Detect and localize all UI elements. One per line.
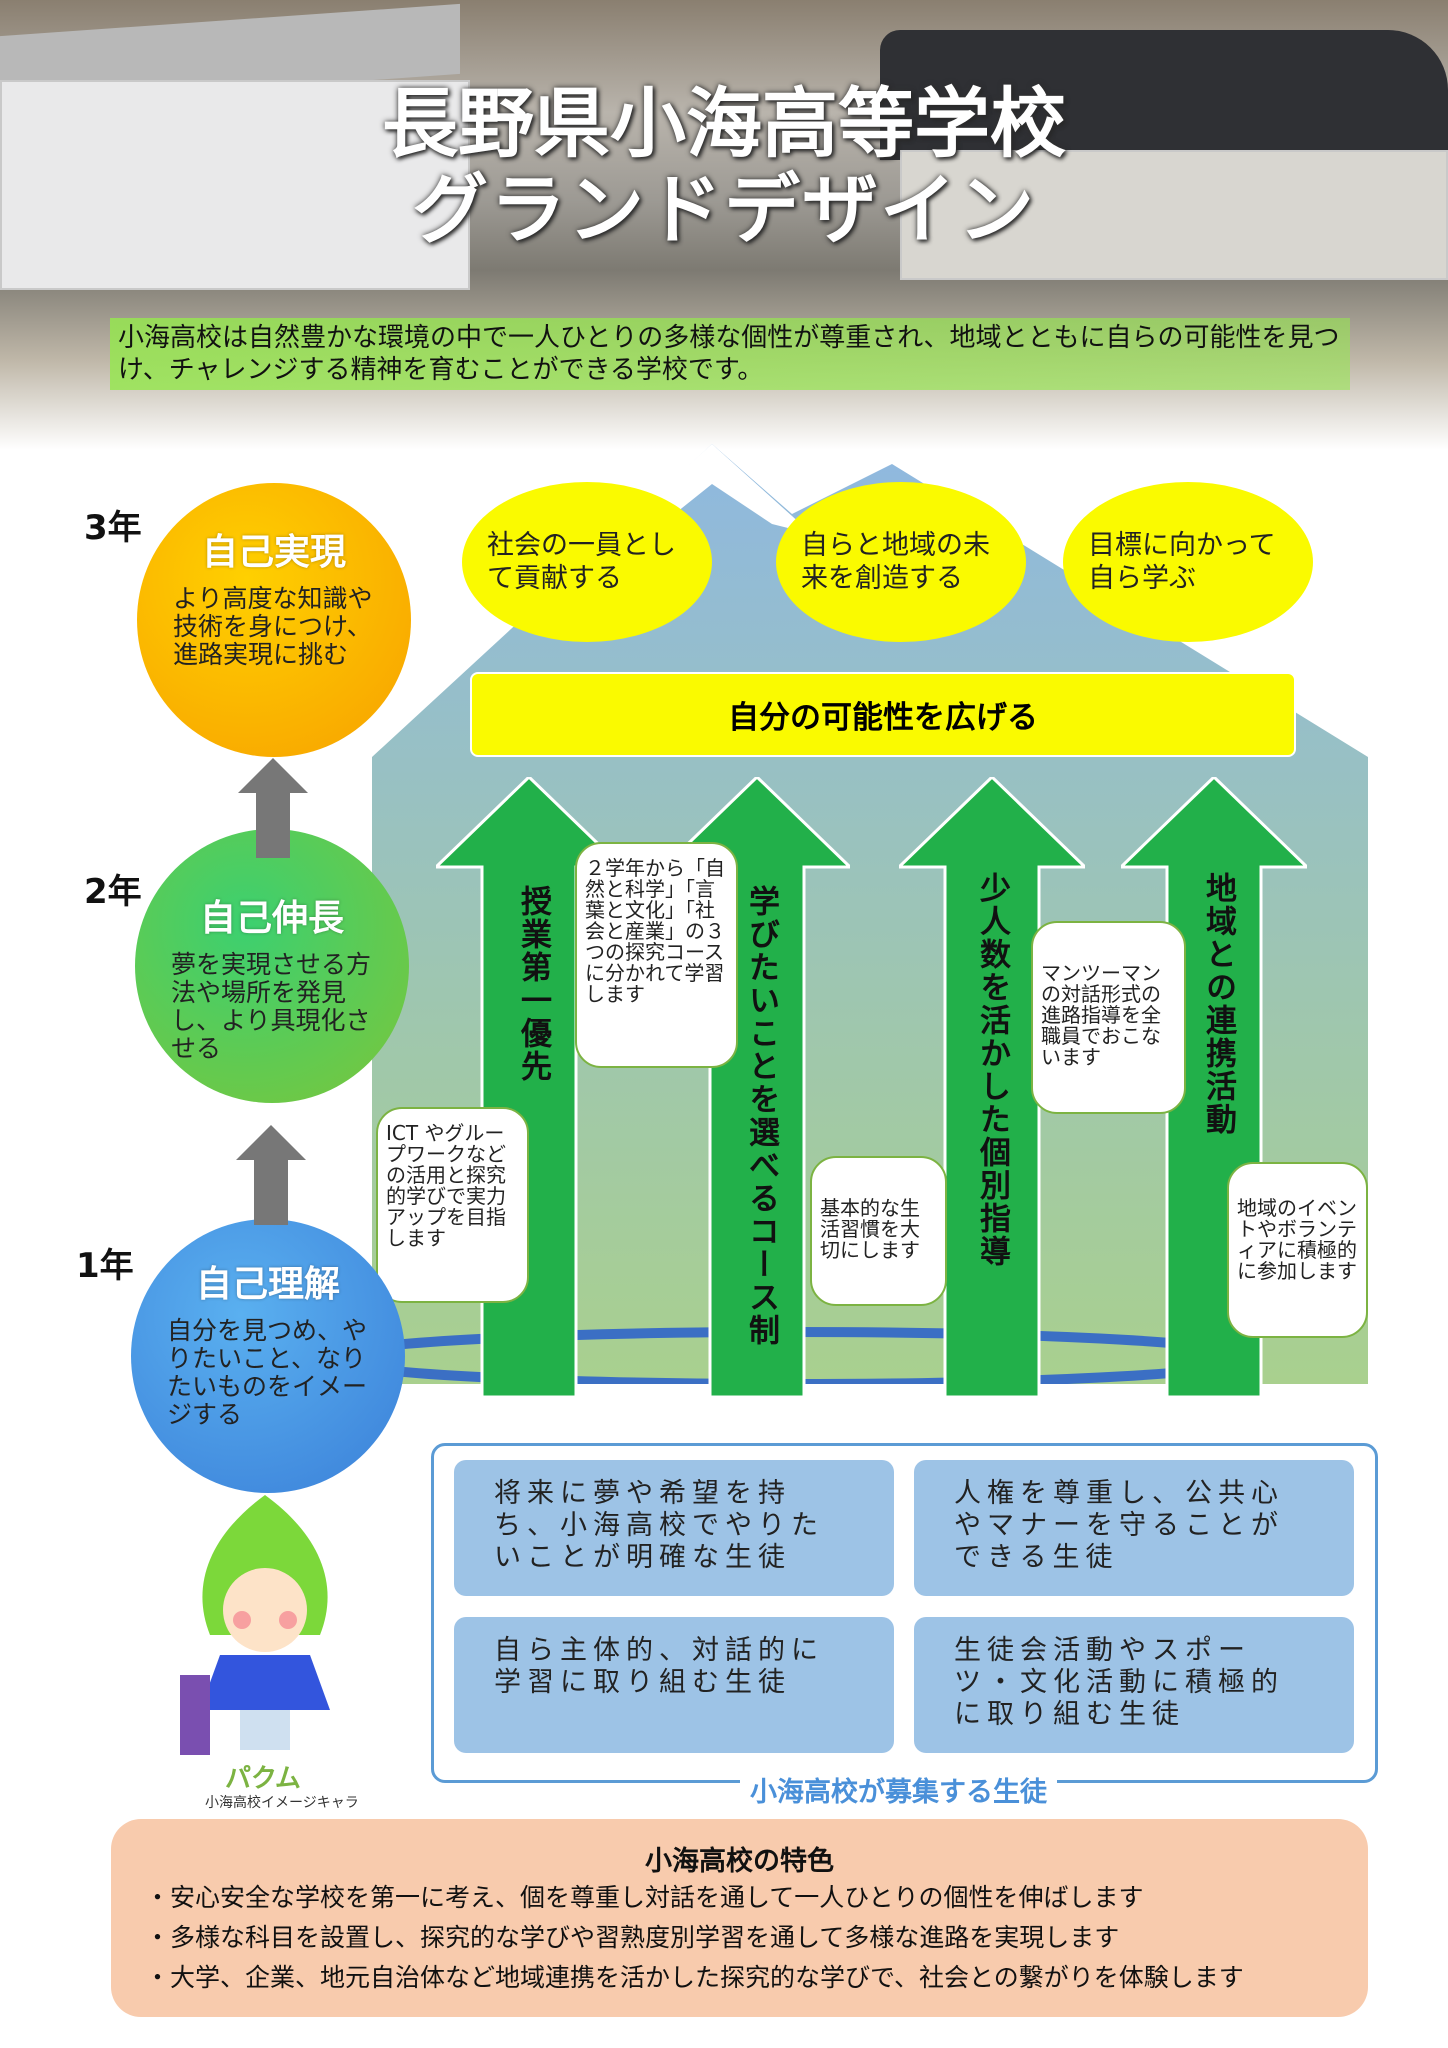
pillar-label: 少人数を活かした個別指導 [974, 872, 1010, 1268]
year-label: 3年 [84, 508, 142, 548]
pillar-label: 授業第一優先 [515, 885, 551, 1083]
callout-note: ICT やグループワークなどの活用と探究的学びで実力アップを目指します [376, 1107, 529, 1303]
callout-note: ２学年から「自然と科学」「言葉と文化」「社会と産業」の３つの探究コースに分かれて… [575, 842, 738, 1068]
callout-note: マンツーマンの対話形式の進路指導を全職員でおこないます [1031, 921, 1186, 1114]
pillar-label: 学びたいことを選べるコース制 [743, 885, 779, 1347]
stage-title: 自己理解 [195, 1264, 340, 1305]
banner: 自分の可能性を広げる [470, 672, 1296, 757]
year-label: 2年 [84, 872, 142, 912]
page-subtitle: グランドデザイン [412, 165, 1036, 254]
features-panel: 小海高校の特色 ・安心安全な学校を第一に考え、個を尊重し対話を通して一人ひとりの… [111, 1819, 1368, 2017]
students-caption: 小海高校が募集する生徒 [740, 1770, 1057, 1809]
goal-bubble: 自らと地域の未来を創造する [776, 482, 1026, 642]
stage-title: 自己伸長 [199, 898, 344, 939]
stage-circle: 自己理解 自分を見つめ、やりたいこと、なりたいものをイメージする [131, 1219, 405, 1493]
pillar-label: 地域との連携活動 [1200, 872, 1236, 1136]
stage-circle: 自己伸長 夢を実現させる方法や場所を発見し、より具現化させる [135, 829, 409, 1103]
recruited-students-panel: 将来に夢や希望を持ち、小海高校でやりたいことが明確な生徒 人権を尊重し、公共心や… [431, 1443, 1378, 1783]
stage-text: 夢を実現させる方法や場所を発見し、より具現化させる [171, 950, 372, 1063]
student-trait: 人権を尊重し、公共心やマナーを守ることができる生徒 [914, 1460, 1354, 1596]
stage-text: より高度な知識や技術を身につけ、進路実現に挑む [173, 584, 373, 669]
up-arrow-icon [238, 758, 308, 858]
stage-title: 自己実現 [201, 532, 346, 573]
mascot-illustration [180, 1495, 330, 1755]
page-title: 長野県小海高等学校 [382, 79, 1066, 168]
feature-item: ・大学、企業、地元自治体など地域連携を活かした探究的な学びで、社会との繋がりを体… [145, 1963, 1244, 1992]
year-label: 1年 [76, 1246, 134, 1286]
feature-item: ・多様な科目を設置し、探究的な学びや習熟度別学習を通して多様な進路を実現します [145, 1923, 1120, 1952]
student-trait: 生徒会活動やスポーツ・文化活動に積極的に取り組む生徒 [914, 1617, 1354, 1753]
mascot-name: パクム [225, 1764, 301, 1794]
goal-bubble: 社会の一員として貢献する [462, 482, 712, 642]
callout-note: 基本的な生活習慣を大切にします [810, 1156, 947, 1306]
goal-bubble: 目標に向かって自ら学ぶ [1063, 482, 1313, 642]
student-trait: 自ら主体的、対話的に学習に取り組む生徒 [454, 1617, 894, 1753]
stage-circle: 自己実現 より高度な知識や技術を身につけ、進路実現に挑む [137, 483, 411, 757]
up-arrow-icon [236, 1125, 306, 1225]
feature-item: ・安心安全な学校を第一に考え、個を尊重し対話を通して一人ひとりの個性を伸ばします [145, 1883, 1144, 1912]
student-trait: 将来に夢や希望を持ち、小海高校でやりたいことが明確な生徒 [454, 1460, 894, 1596]
intro-text: 小海高校は自然豊かな環境の中で一人ひとりの多様な個性が尊重され、地域とともに自ら… [110, 318, 1350, 390]
mascot-caption: 小海高校イメージキャラ [205, 1795, 359, 1811]
callout-note: 地域のイベントやボランティアに積極的に参加します [1227, 1162, 1368, 1338]
features-title: 小海高校の特色 [645, 1846, 834, 1877]
stage-text: 自分を見つめ、やりたいこと、なりたいものをイメージする [167, 1316, 368, 1429]
